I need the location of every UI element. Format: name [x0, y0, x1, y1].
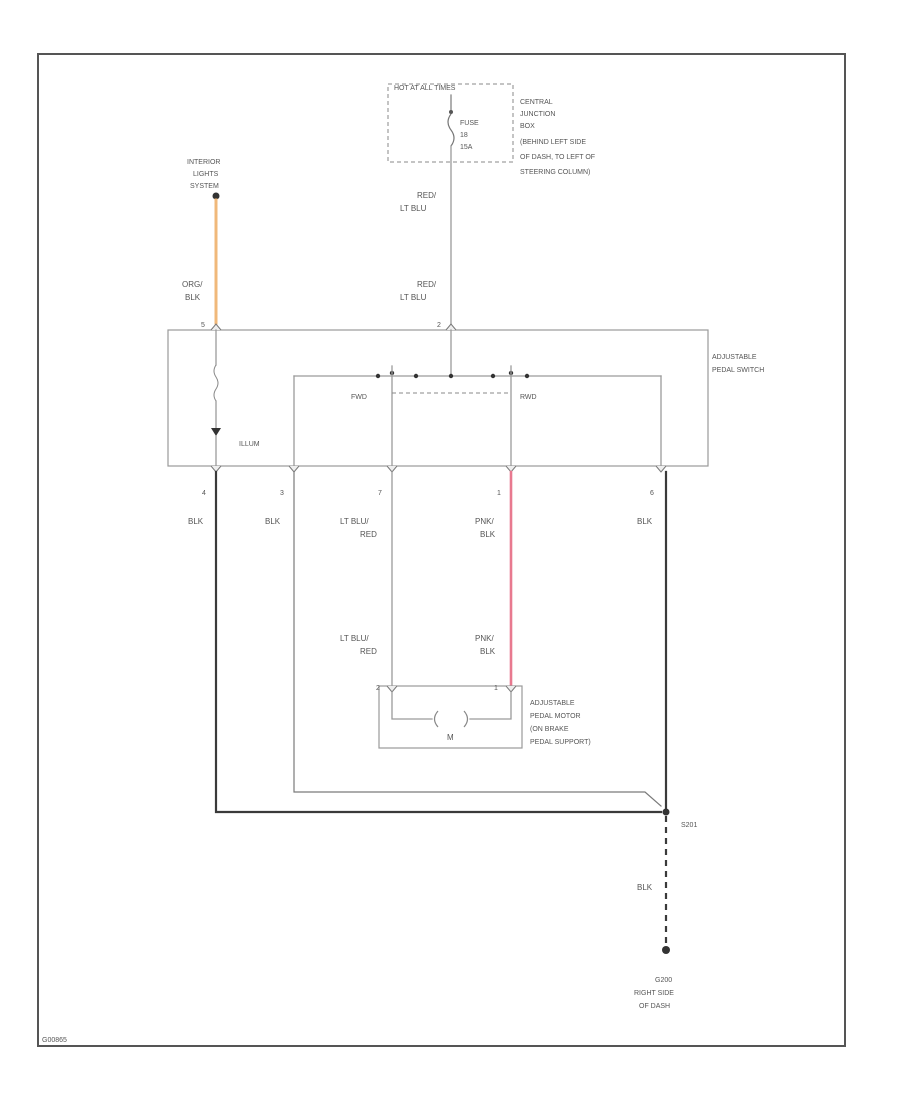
pin3-blk-wire [293, 471, 662, 807]
org-blk-label-1: ORG/ [182, 280, 203, 289]
motor-pnk-label-1: PNK/ [475, 634, 494, 643]
ground-location-2: OF DASH [639, 1003, 670, 1010]
switch-pin-top-right: 2 [437, 322, 441, 329]
illum-label: ILLUM [239, 441, 260, 448]
g200-label: G200 [655, 977, 672, 984]
fuse-rating: 15A [460, 144, 473, 151]
motor-lt-blu-label-1: LT BLU/ [340, 634, 369, 643]
motor-connector-left [386, 685, 398, 693]
motor-connector-right [505, 685, 517, 693]
hot-at-all-times-label: HOT AT ALL TIMES [394, 85, 456, 92]
rwd-label: RWD [520, 394, 537, 401]
adjustable-pedal-switch-box [167, 329, 709, 467]
switch-pin-3: 3 [280, 490, 284, 497]
connector-top-right [445, 323, 457, 331]
motor-internal-left [391, 691, 433, 720]
switch-pin-7: 7 [378, 490, 382, 497]
connector-top-left [210, 323, 222, 331]
illum-lamp-icon [213, 364, 219, 402]
org-blk-label-2: BLK [185, 293, 201, 302]
switch-title-1: ADJUSTABLE [712, 354, 757, 361]
red-lt-blu-top-label-1: RED/ [417, 191, 437, 200]
junction-box-line3: BOX [520, 123, 535, 130]
ground-color-label: BLK [637, 883, 653, 892]
red-lt-blu-top-label-2: LT BLU [400, 204, 427, 213]
s201-splice-dot [662, 808, 670, 816]
junction-box-line6: STEERING COLUMN) [520, 169, 590, 176]
connector-pin-7 [386, 465, 398, 473]
interior-lights-terminal [212, 192, 220, 200]
g200-ground-terminal [662, 946, 670, 954]
pin6-color-label: BLK [637, 517, 653, 526]
switch-pin-4: 4 [202, 490, 206, 497]
figure-id: G00865 [42, 1037, 67, 1044]
switch-pin-top-left: 5 [201, 322, 205, 329]
illum-diode-icon [211, 428, 221, 436]
motor-title-3: (ON BRAKE [530, 726, 569, 733]
motor-title-4: PEDAL SUPPORT) [530, 739, 591, 746]
interior-lights-label-2: LIGHTS [193, 171, 219, 178]
motor-brush-left [433, 710, 439, 728]
interior-lights-label-3: SYSTEM [190, 183, 219, 190]
central-junction-box-outline [387, 83, 514, 163]
motor-pin-right: 1 [494, 685, 498, 692]
red-lt-blu-mid-label-2: LT BLU [400, 293, 427, 302]
junction-box-line5: OF DASH, TO LEFT OF [520, 154, 595, 161]
motor-pnk-label-2: BLK [480, 647, 496, 656]
adjustable-pedal-motor-box [378, 685, 523, 749]
junction-box-line2: JUNCTION [520, 111, 555, 118]
interior-lights-label-1: INTERIOR [187, 159, 220, 166]
pin1-color-label-1: PNK/ [475, 517, 494, 526]
junction-box-line1: CENTRAL [520, 99, 553, 106]
pin4-color-label: BLK [188, 517, 204, 526]
fuse-terminal-top [449, 110, 453, 114]
fwd-contact-left [375, 373, 381, 379]
fuse-number: 18 [460, 132, 468, 139]
switch-pin-6: 6 [650, 490, 654, 497]
pin4-blk-wire [214, 470, 663, 814]
pin3-color-label: BLK [265, 517, 281, 526]
motor-lt-blu-label-2: RED [360, 647, 377, 656]
motor-internal-right [469, 691, 512, 720]
rwd-contact-right [524, 373, 530, 379]
red-lt-blu-mid-label-1: RED/ [417, 280, 437, 289]
motor-pin-left: 2 [376, 685, 380, 692]
pin1-color-label-2: BLK [480, 530, 496, 539]
s201-label: S201 [681, 822, 697, 829]
ground-location-1: RIGHT SIDE [634, 990, 674, 997]
switch-title-2: PEDAL SWITCH [712, 367, 764, 374]
motor-brush-right [463, 710, 469, 728]
pin7-color-label-1: LT BLU/ [340, 517, 369, 526]
center-contact-right [490, 373, 496, 379]
diagram-frame [37, 53, 846, 1047]
connector-pin-6 [655, 465, 667, 473]
center-contact [448, 373, 454, 379]
pin7-color-label-2: RED [360, 530, 377, 539]
junction-box-line4: (BEHIND LEFT SIDE [520, 139, 586, 146]
fuse-label: FUSE [460, 120, 479, 127]
switch-pin-1: 1 [497, 490, 501, 497]
fuse-icon [447, 113, 455, 147]
center-contact-left [413, 373, 419, 379]
motor-title-1: ADJUSTABLE [530, 700, 575, 707]
motor-title-2: PEDAL MOTOR [530, 713, 581, 720]
motor-symbol: M [447, 733, 454, 742]
fwd-label: FWD [351, 394, 367, 401]
connector-pin-3 [288, 465, 300, 473]
